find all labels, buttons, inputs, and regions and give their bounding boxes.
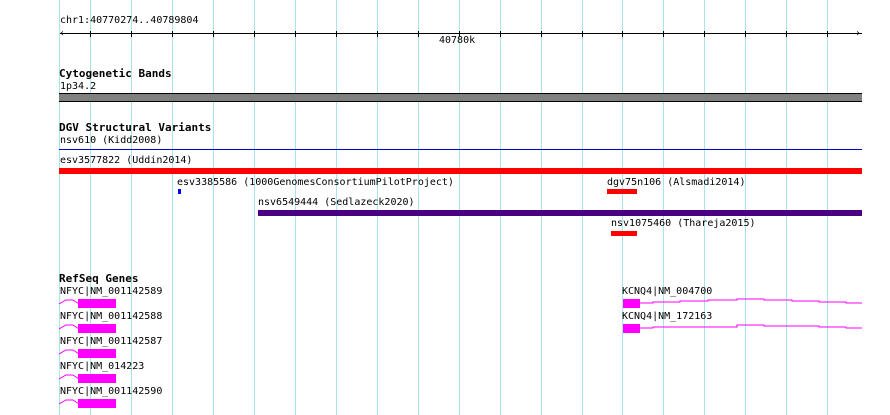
gene-intron-line [59, 299, 80, 305]
gene-model[interactable] [59, 372, 119, 384]
ruler-tick [582, 31, 583, 37]
dgv-feature-bar[interactable] [607, 189, 637, 194]
grid-line [90, 0, 91, 415]
grid-line [254, 0, 255, 415]
dgv-feature-bar[interactable] [258, 210, 862, 216]
ruler-tick [131, 31, 132, 37]
cyto-track-title[interactable]: Cytogenetic Bands [59, 67, 172, 80]
ruler-left-arrow-icon[interactable]: ‹ [59, 28, 66, 39]
gene-intron-line [59, 349, 80, 355]
gene-label: NFYC|NM_014223 [60, 361, 145, 372]
gene-label: KCNQ4|NM_004700 [622, 286, 713, 297]
gene-label: KCNQ4|NM_172163 [622, 311, 713, 322]
ruler-tick [254, 31, 255, 37]
ruler-tick [377, 31, 378, 37]
grid-line [459, 0, 460, 415]
ruler-tick [786, 31, 787, 37]
grid-line [541, 0, 542, 415]
dgv-feature-label: nsv610 (Kidd2008) [60, 135, 163, 146]
grid-line [131, 0, 132, 415]
ruler-tick [336, 31, 337, 37]
grid-line [295, 0, 296, 415]
dgv-feature-label: nsv1075460 (Thareja2015) [611, 218, 756, 229]
grid-line [336, 0, 337, 415]
dgv-feature-label: dgv75n106 (Alsmadi2014) [607, 177, 746, 188]
grid-line [622, 0, 623, 415]
dgv-feature-label: nsv6549444 (Sedlazeck2020) [258, 197, 415, 208]
grid-line [827, 0, 828, 415]
cyto-band-label: 1p34.2 [60, 81, 97, 92]
gene-model[interactable] [59, 397, 119, 409]
dgv-feature-label: esv3577822 (Uddin2014) [60, 155, 193, 166]
gene-model[interactable] [59, 347, 119, 359]
grid-line [500, 0, 501, 415]
gene-model[interactable] [59, 297, 119, 309]
ruler-tick-label: 40780k [439, 35, 476, 46]
ruler-tick [827, 31, 828, 37]
ruler-location: chr1:40770274..40789804 [60, 15, 199, 26]
ruler-tick [500, 31, 501, 37]
ruler-tick [663, 31, 664, 37]
dgv-feature-bar[interactable] [178, 189, 181, 194]
gene-intron-line [640, 324, 862, 329]
ruler-tick [172, 31, 173, 37]
grid-line [786, 0, 787, 415]
gene-exon [78, 299, 116, 308]
ruler-tick [90, 31, 91, 37]
grid-line [377, 0, 378, 415]
ruler-tick [295, 31, 296, 37]
gene-model[interactable] [59, 322, 119, 334]
cyto-band[interactable] [59, 93, 862, 102]
grid-line [418, 0, 419, 415]
refseq-track-title[interactable]: RefSeq Genes [59, 272, 139, 285]
ruler-tick [745, 31, 746, 37]
ruler-tick [418, 31, 419, 37]
grid-line [663, 0, 664, 415]
gene-intron-line [59, 399, 80, 405]
dgv-feature-label: esv3385586 (1000GenomesConsortiumPilotPr… [177, 177, 454, 188]
dgv-track-title[interactable]: DGV Structural Variants [59, 121, 212, 134]
grid-line [59, 0, 60, 415]
gene-intron-line [59, 324, 80, 330]
dgv-feature-bar[interactable] [611, 231, 637, 236]
gene-exon [623, 299, 640, 308]
ruler-tick [704, 31, 705, 37]
ruler-tick [622, 31, 623, 37]
gene-intron-line [640, 298, 862, 304]
gene-intron-line [59, 374, 80, 380]
gene-label: NFYC|NM_001142587 [60, 336, 163, 347]
dgv-feature-bar[interactable] [59, 168, 862, 174]
gene-label: NFYC|NM_001142588 [60, 311, 163, 322]
grid-line [213, 0, 214, 415]
grid-line [172, 0, 173, 415]
gene-exon [78, 349, 116, 358]
ruler-tick [459, 31, 460, 37]
gene-exon [78, 374, 116, 383]
gene-exon [78, 399, 116, 408]
gene-exon [623, 324, 640, 333]
ruler-tick [213, 31, 214, 37]
ruler-right-arrow-icon[interactable]: › [855, 28, 862, 39]
gene-label: NFYC|NM_001142589 [60, 286, 163, 297]
grid-line [745, 0, 746, 415]
grid-line [704, 0, 705, 415]
gene-label: NFYC|NM_001142590 [60, 386, 163, 397]
gene-exon [78, 324, 116, 333]
grid-line [582, 0, 583, 415]
ruler-tick [541, 31, 542, 37]
ruler-axis [60, 33, 862, 34]
dgv-feature-bar[interactable] [59, 149, 862, 150]
